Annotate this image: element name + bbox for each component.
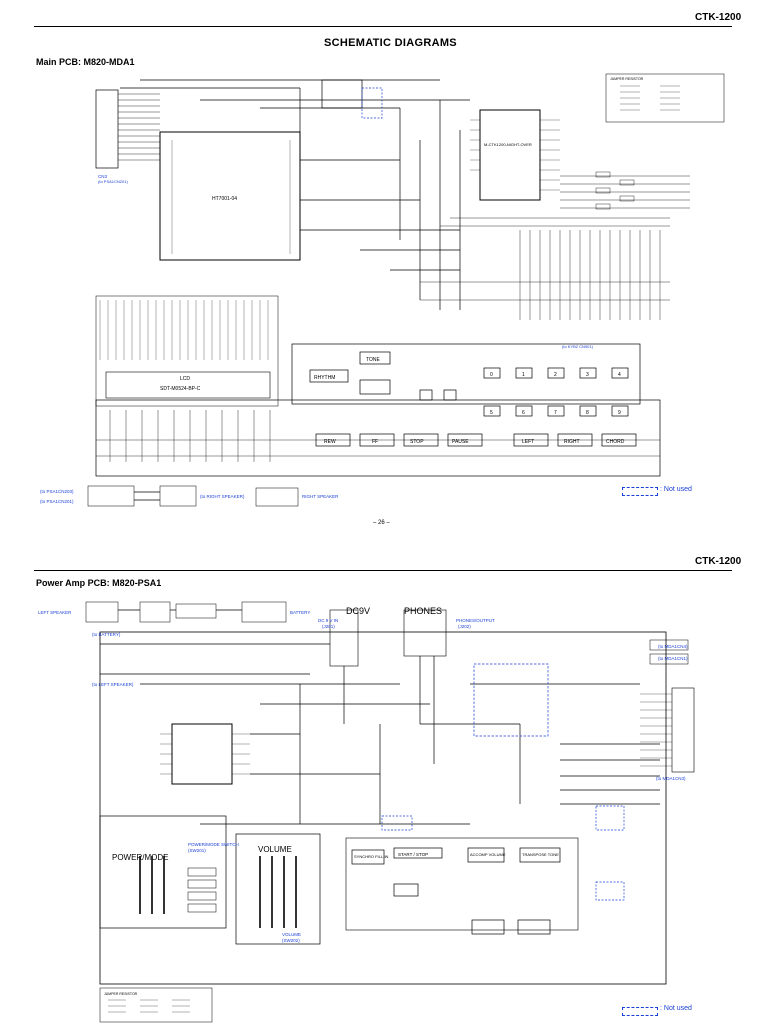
main-pcb-title: Main PCB: M820-MDA1 xyxy=(36,57,135,67)
page1-legend-swatch xyxy=(622,487,658,496)
right-speaker-box xyxy=(255,487,299,507)
cn3-note: (to PSA1CN201) xyxy=(98,179,128,184)
btn-rew: REW xyxy=(324,439,336,445)
volume-ref: (SW202) xyxy=(282,938,300,943)
phones-out-label: PHONES/OUTPUT xyxy=(456,618,495,623)
to-right-speaker: (to RIGHT SPEAKER) xyxy=(200,494,245,499)
btn-left: LEFT xyxy=(522,439,534,445)
to-left-speaker: (to LEFT SPEAKER) xyxy=(92,682,134,687)
num-0: 0 xyxy=(490,372,493,378)
btn-right: RIGHT xyxy=(564,439,580,445)
right-speaker-label: RIGHT SPEAKER xyxy=(302,494,339,499)
function-button-block xyxy=(345,837,579,931)
bottom-jumper-table xyxy=(99,987,213,1023)
dc9v-label: DC9V xyxy=(346,606,370,616)
page2-legend-swatch xyxy=(622,1007,658,1016)
to-mda-cn4: (to MDA1CN4) xyxy=(658,644,688,649)
power-amp-schematic: LEFT SPEAKER BATTERY (to BATTERY) (to LE… xyxy=(38,601,695,1023)
power-mode-switch-ref: (SW201) xyxy=(188,848,206,853)
num-7: 7 xyxy=(554,410,557,416)
page1-header-rule xyxy=(34,26,732,27)
btn-chord: CHORD xyxy=(606,439,625,445)
power-mode-big-label: POWER/MODE xyxy=(112,853,168,862)
page-number: – 26 – xyxy=(373,520,390,526)
btn-stop: STOP xyxy=(410,439,424,445)
power-mode-switch xyxy=(99,815,227,929)
btn-pause: PAUSE xyxy=(452,439,469,445)
unused-block-1 xyxy=(361,87,383,119)
num-8: 8 xyxy=(586,410,589,416)
unused-block-3 xyxy=(381,815,413,831)
cpu-text: HT7001-04 xyxy=(212,196,237,202)
kyb-note: (to KYB2 CN901) xyxy=(562,344,594,349)
phones-out-ref: (J202) xyxy=(458,624,471,629)
cn3-connector xyxy=(95,89,119,169)
button-matrix-bottom xyxy=(95,399,661,477)
num-2: 2 xyxy=(554,372,557,378)
lcd-panel xyxy=(105,371,271,399)
volume-note: VOLUME xyxy=(282,932,301,937)
cn3-label: CN3 xyxy=(98,174,107,179)
power-amp-title: Power Amp PCB: M820-PSA1 xyxy=(36,578,162,588)
bottom-jumper-title: JUMPER RESISTOR xyxy=(104,992,138,996)
sound-ic-text: M-CTK1200-NIGHT-OVER xyxy=(484,142,532,147)
btn-ff: FF xyxy=(372,439,378,445)
jumper-table xyxy=(605,73,725,123)
main-pcb-schematic: CN3 (to PSA1CN201) HT7001-04 M-CTK1200-N… xyxy=(40,73,725,507)
to-mda-cn1: (to MDA1CN1) xyxy=(658,656,688,661)
num-5: 5 xyxy=(490,410,493,416)
to-psa-2: (to PSA1CN201) xyxy=(40,499,74,504)
unused-block-2 xyxy=(473,663,549,737)
page2-header-rule xyxy=(34,570,732,571)
phones-label: PHONES xyxy=(404,606,442,616)
to-psa-1: (to PSA1CN203) xyxy=(40,489,74,494)
to-battery: (to BATTERY) xyxy=(92,632,121,637)
btn-rhythm: RHYTHM xyxy=(314,375,335,381)
volume-big-label: VOLUME xyxy=(258,845,292,854)
to-mda-cn3: (to MDA1CN3) xyxy=(656,776,686,781)
page2-legend-label: Not used xyxy=(663,1005,692,1012)
page-title: SCHEMATIC DIAGRAMS xyxy=(324,37,457,49)
start-stop-label: START / STOP xyxy=(398,852,428,857)
num-9: 9 xyxy=(618,410,621,416)
left-speaker-label: LEFT SPEAKER xyxy=(38,610,72,615)
accomp-label: ACCOMP VOLUME xyxy=(470,852,506,857)
sound-ic xyxy=(479,109,541,201)
num-4: 4 xyxy=(618,372,621,378)
battery-label: BATTERY xyxy=(290,610,310,615)
jumper-table-title: JUMPER RESISTOR xyxy=(610,77,644,81)
psa-frame xyxy=(99,631,667,985)
page1-legend-text: : Not used xyxy=(660,486,692,493)
lcd-text: LCD xyxy=(180,376,190,382)
page2-legend-text: : Not used xyxy=(660,1005,692,1012)
synchro-label: SYNCHRO FILL-IN xyxy=(354,854,389,859)
num-3: 3 xyxy=(586,372,589,378)
unused-block-4 xyxy=(595,805,625,831)
lcd-sub-text: SDT-M0524-BP-C xyxy=(160,386,201,392)
volume-switch xyxy=(235,833,321,945)
dc-in-label: DC 9 V IN xyxy=(318,618,338,623)
cpu-chip xyxy=(159,131,301,261)
num-6: 6 xyxy=(522,410,525,416)
unused-block-5 xyxy=(595,881,625,901)
button-matrix-top xyxy=(291,343,641,405)
transpose-label: TRANSPOSE TONE xyxy=(522,852,559,857)
page1-legend-label: Not used xyxy=(663,486,692,493)
amp-ic xyxy=(171,723,233,785)
page1-model-label: CTK-1200 xyxy=(695,12,742,23)
num-1: 1 xyxy=(522,372,525,378)
page2-model-label: CTK-1200 xyxy=(695,556,742,567)
power-mode-switch-label: POWER/MODE SWITCH xyxy=(188,842,239,847)
dc-in-ref: (J201) xyxy=(322,624,335,629)
btn-tone: TONE xyxy=(366,357,380,363)
